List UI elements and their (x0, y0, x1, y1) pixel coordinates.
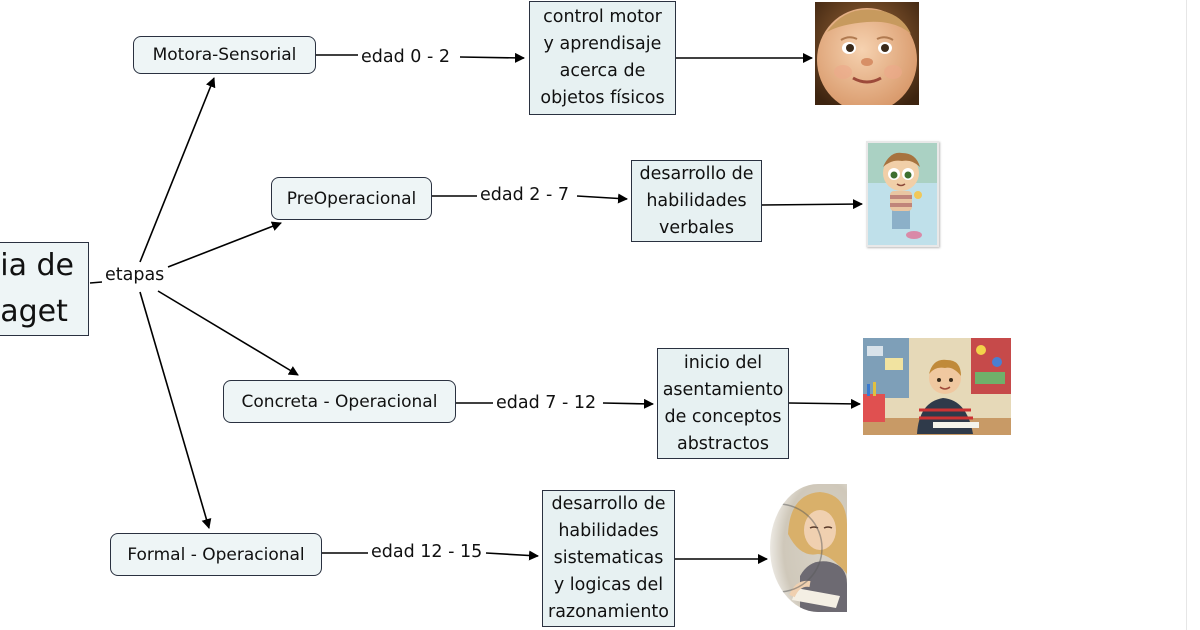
age-label-0-2: edad 0 - 2 (358, 46, 453, 68)
schoolboy-at-desk-photo (863, 338, 1011, 435)
edge-age-sistematicas (485, 550, 539, 561)
age-label-7-12: edad 7 - 12 (493, 392, 600, 414)
young-woman-reading-photo (770, 484, 847, 612)
right-edge-divider (1186, 0, 1187, 630)
desc-node-habilidades-sistematicas[interactable]: desarrollo de habilidades sistematicas y… (542, 490, 675, 627)
desc-node-habilidades-verbales[interactable]: desarrollo de habilidades verbales (631, 160, 762, 242)
edge-age-verbales (576, 193, 628, 204)
etapas-label: etapas (102, 264, 168, 286)
root-node[interactable]: ia de aget (0, 242, 89, 336)
age-label-12-15: edad 12 - 15 (368, 541, 486, 563)
edge-root-etapas (89, 281, 103, 284)
age-label-2-7: edad 2 - 7 (477, 184, 572, 206)
stage-node-motora-sensorial[interactable]: Motora-Sensorial (133, 36, 316, 74)
cartoon-boy-illustration (866, 141, 939, 247)
edge-verbales-boy (761, 199, 863, 210)
desc-node-conceptos-abstractos[interactable]: inicio del asentamiento de conceptos abs… (657, 348, 789, 459)
edge-abstractos-schoolboy (788, 398, 861, 409)
edge-etapas-concreta (157, 290, 299, 376)
stage-node-preoperacional[interactable]: PreOperacional (271, 177, 432, 220)
edge-etapas-formal (139, 291, 212, 529)
desc-node-control-motor[interactable]: control motor y aprendisaje acerca de ob… (529, 1, 676, 115)
stage-node-concreta-operacional[interactable]: Concreta - Operacional (223, 380, 456, 423)
edge-etapas-preoperacional (167, 221, 282, 268)
stage-node-formal-operacional[interactable]: Formal - Operacional (110, 533, 322, 576)
baby-face-photo (815, 2, 919, 105)
edge-age-abstractos (602, 398, 654, 409)
edge-age-control (459, 52, 525, 63)
edge-etapas-motora (139, 77, 216, 263)
